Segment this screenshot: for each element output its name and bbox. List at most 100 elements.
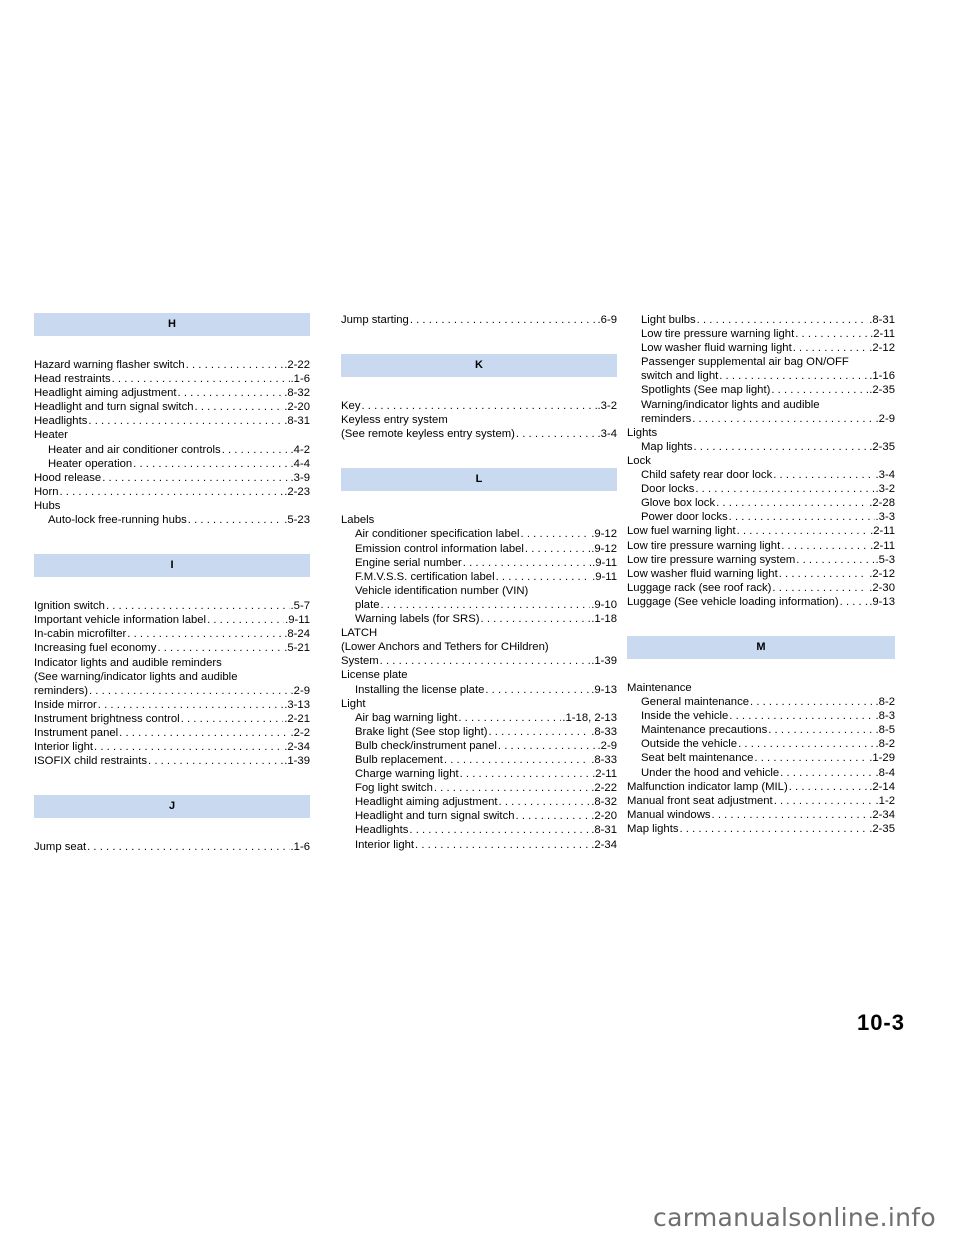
entry-label: In-cabin microfilter (34, 628, 127, 641)
section-letter-h: H (34, 313, 310, 336)
entry-page-ref: .2-35 (869, 384, 895, 397)
entry-label: Instrument brightness control (34, 712, 180, 725)
dot-leader: ........................................… (497, 739, 597, 752)
index-entry: Instrument panel........................… (34, 726, 310, 740)
entry-label: Manual windows (627, 808, 711, 821)
index-entry: Low washer fluid warning light..........… (627, 341, 895, 355)
index-column-3: Light bulbs.............................… (627, 313, 895, 836)
watermark-text: carmanualsonline.info (653, 1203, 936, 1232)
entry-page-ref: .8-32 (591, 796, 617, 809)
index-heading: Maintenance (627, 681, 692, 694)
dot-leader: ........................................… (771, 384, 868, 397)
dot-leader: ........................................… (750, 696, 875, 709)
entry-page-ref: .2-28 (869, 497, 895, 510)
index-heading: Heater (34, 429, 68, 442)
dot-leader: ........................................… (177, 387, 284, 400)
index-entry: Door locks..............................… (627, 482, 895, 496)
index-heading: Hubs (34, 499, 61, 512)
dot-leader: ........................................… (711, 808, 869, 821)
entry-page-ref: .2-30 (869, 581, 895, 594)
index-entry: Luggage rack (see roof rack)............… (627, 581, 895, 595)
entry-label: Increasing fuel economy (34, 642, 157, 655)
entry-label: Heater and air conditioner controls (48, 443, 221, 456)
entry-page-ref: .2-35 (869, 822, 895, 835)
entry-label: (See remote keyless entry system) (341, 428, 515, 441)
entry-label: F.M.V.S.S. certification label (355, 570, 495, 583)
entry-label: Low tire pressure warning system (627, 553, 796, 566)
dot-leader: ........................................… (185, 359, 284, 371)
index-entry: reminders...............................… (627, 412, 895, 426)
entry-page-ref: .8-31 (869, 314, 895, 326)
dot-leader: ........................................… (105, 600, 290, 613)
entry-label: Map lights (641, 440, 693, 453)
entry-label: Inside mirror (34, 698, 97, 711)
entry-page-ref: .9-12 (591, 528, 617, 541)
entry-label: ISOFIX child restraints (34, 755, 148, 768)
dot-leader: ........................................… (180, 712, 284, 725)
dot-leader: ........................................… (433, 782, 590, 795)
entry-page-ref: .5-7 (290, 600, 310, 613)
entry-page-ref: .1-6 (290, 841, 310, 854)
entry-label: Horn (34, 485, 59, 498)
entry-label: Air bag warning light (355, 711, 458, 724)
entry-label: Bulb replacement (355, 753, 443, 766)
entry-page-ref: .8-5 (875, 724, 895, 737)
entry-label: Inside the vehicle (641, 710, 729, 723)
index-entry: Air bag warning light...................… (341, 711, 617, 725)
page-number: 10-3 (856, 1010, 905, 1035)
index-entry: Key.....................................… (341, 399, 617, 413)
dot-leader: ........................................… (788, 780, 869, 793)
dot-leader: ........................................… (520, 528, 591, 541)
index-entry: Low tire pressure warning system........… (627, 553, 895, 567)
dot-leader: ........................................… (792, 342, 869, 355)
entry-label: Light bulbs (641, 314, 696, 326)
index-entry: Headlight and turn signal switch........… (34, 400, 310, 414)
dot-leader: ........................................… (729, 710, 875, 723)
dot-leader: ........................................… (187, 514, 283, 527)
index-entry: Map lights..............................… (627, 822, 895, 836)
index-entry: Horn....................................… (34, 485, 310, 499)
entry-page-ref: .9-13 (869, 595, 895, 608)
entry-label: Instrument panel (34, 726, 119, 739)
dot-leader: ........................................… (696, 314, 869, 326)
index-heading: Lights (627, 426, 658, 439)
entry-page-ref: .5-3 (875, 553, 895, 566)
entry-label: Bulb check/instrument panel (355, 739, 497, 752)
entry-label: Ignition switch (34, 600, 105, 613)
dot-leader: ........................................… (119, 726, 290, 739)
entry-page-ref: .8-31 (284, 415, 310, 428)
entry-label: Headlight and turn signal switch (34, 401, 194, 414)
dot-leader: ........................................… (773, 794, 875, 807)
entry-page-ref: .2-20 (591, 810, 617, 823)
index-entry: Heater operation........................… (34, 457, 310, 471)
dot-leader: ........................................… (692, 412, 875, 425)
index-entry: Warning labels (for SRS)................… (341, 612, 617, 626)
dot-leader: ........................................… (409, 314, 597, 326)
entry-label: Fog light switch (355, 782, 433, 795)
dot-leader: ........................................… (768, 724, 874, 737)
index-heading: Lock (627, 454, 651, 467)
entry-page-ref: .1-2 (875, 794, 895, 807)
entry-page-ref: .2-34 (591, 838, 617, 851)
entry-page-ref: .9-12 (591, 542, 617, 555)
entry-page-ref: .3-9 (290, 471, 310, 484)
entry-label: Engine serial number (355, 556, 462, 569)
index-heading: (See warning/indicator lights and audibl… (34, 670, 238, 683)
index-entry: Bulb replacement........................… (341, 753, 617, 767)
index-entry: Headlight aiming adjustment.............… (341, 795, 617, 809)
dot-leader: ........................................… (485, 683, 590, 696)
dot-leader: ........................................… (409, 824, 591, 837)
entry-label: Interior light (34, 741, 94, 754)
dot-leader: ........................................… (695, 483, 875, 496)
entry-page-ref: .9-13 (591, 683, 617, 696)
index-entry: plate...................................… (341, 598, 617, 612)
index-entry: Installing the license plate............… (341, 683, 617, 697)
entry-page-ref: .8-24 (284, 628, 310, 641)
entry-page-ref: .2-11 (592, 768, 617, 781)
entry-page-ref: .2-34 (869, 808, 895, 821)
index-entry: Bulb check/instrument panel.............… (341, 739, 617, 753)
dot-leader: ........................................… (157, 642, 284, 655)
entry-page-ref: .9-11 (285, 614, 310, 627)
entry-label: switch and light (641, 370, 719, 383)
entry-page-ref: .3-4 (875, 469, 895, 482)
